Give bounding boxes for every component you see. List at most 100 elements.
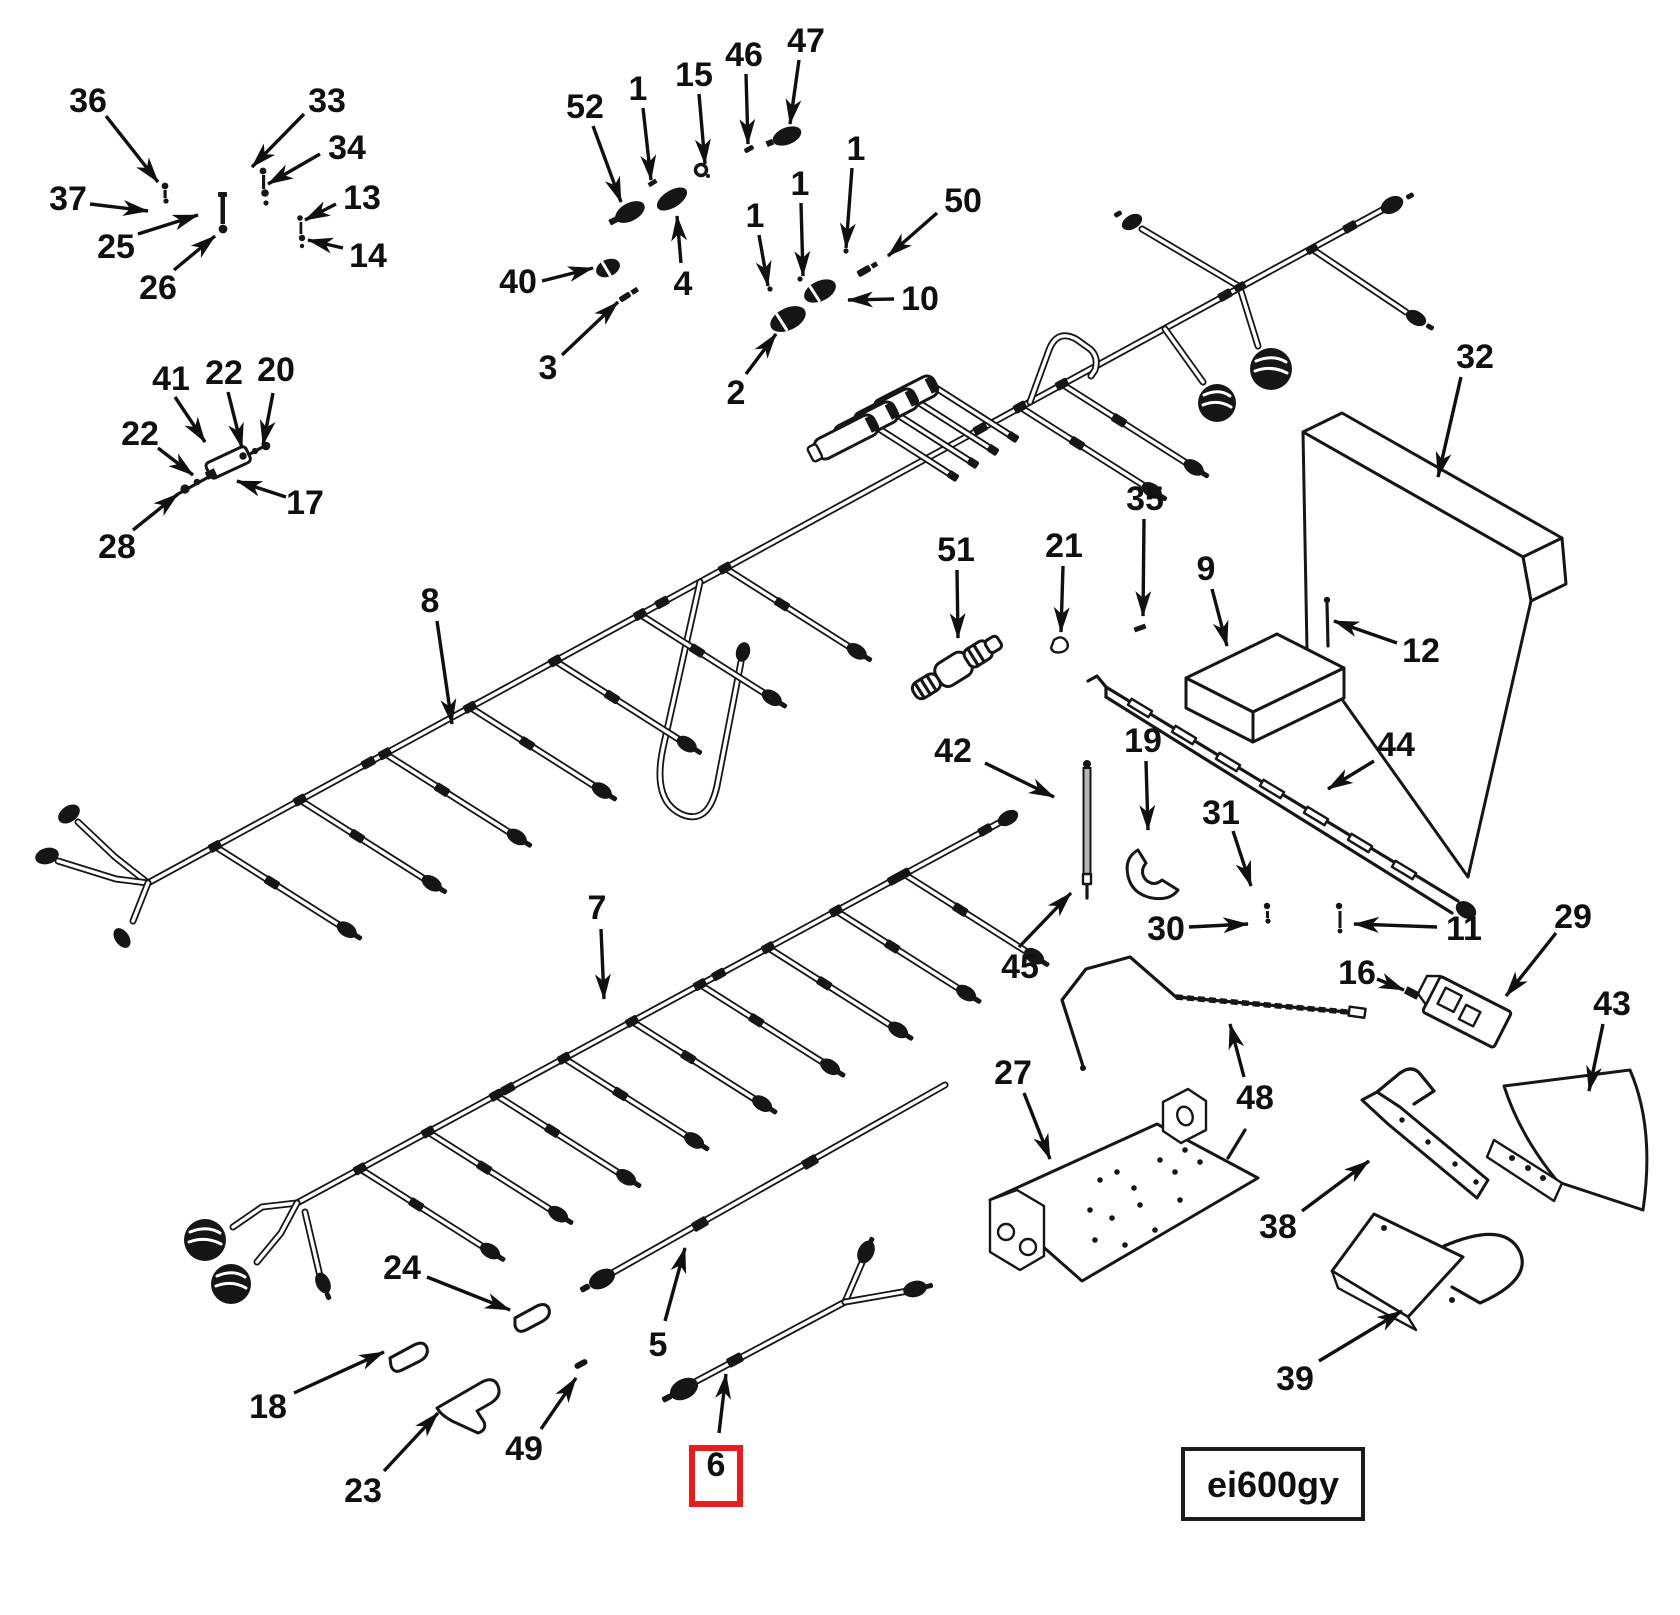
callout-37-3[interactable]: 37 [49,180,149,218]
callout-number: 47 [787,22,825,60]
lamp-socket [1250,348,1292,390]
callout-14-7[interactable]: 14 [307,237,387,275]
callout-arrow [591,125,623,203]
control-module-9 [1184,596,1346,744]
callout-number: 35 [1126,480,1164,518]
callout-1-15[interactable]: 1 [629,70,657,181]
callout-33-1[interactable]: 33 [250,82,346,169]
callout-45-45[interactable]: 45 [1001,891,1073,986]
callout-arrow [435,620,457,725]
callout-number: 31 [1202,794,1240,832]
callout-1-24[interactable]: 1 [839,130,865,249]
screw-12 [1325,602,1330,648]
callout-50-25[interactable]: 50 [886,182,982,258]
callout-1-23[interactable]: 1 [791,165,811,277]
callout-22-11[interactable]: 22 [121,415,195,477]
callout-number: 40 [499,263,537,301]
callout-18-50[interactable]: 18 [249,1350,385,1426]
callout-arrow [794,202,811,277]
callout-35-31[interactable]: 35 [1126,480,1164,617]
callout-arrow [156,446,195,477]
callout-15-16[interactable]: 15 [675,56,713,165]
callout-number: 24 [383,1249,421,1287]
callout-9-32[interactable]: 9 [1197,550,1229,647]
callout-49-53[interactable]: 49 [505,1377,578,1468]
diagram-code-label: ei600gy [1181,1447,1365,1521]
callout-arrow [539,1377,578,1430]
callout-21-35[interactable]: 21 [1045,527,1083,633]
callout-40-19[interactable]: 40 [499,263,594,301]
callout-51-34[interactable]: 51 [937,531,975,639]
callout-10-26[interactable]: 10 [847,280,939,318]
clip-18 [388,1341,429,1373]
callout-number: 16 [1338,954,1376,992]
callout-12-33[interactable]: 12 [1333,619,1440,670]
callout-number: 1 [629,70,648,108]
callout-2-27[interactable]: 2 [727,332,778,412]
callout-arrow [236,479,287,499]
callout-16-42[interactable]: 16 [1338,954,1405,992]
callout-arrow [785,59,802,125]
callout-17-12[interactable]: 17 [236,479,324,522]
callout-29-43[interactable]: 29 [1504,898,1592,998]
callout-47-18[interactable]: 47 [785,22,825,125]
callout-19-38[interactable]: 19 [1124,722,1162,831]
callout-number: 7 [588,889,607,927]
callout-23-51[interactable]: 23 [344,1411,440,1510]
callout-52-14[interactable]: 52 [566,88,623,203]
lamp-socket [184,1219,226,1261]
callout-arrow [104,114,160,184]
callout-36-0[interactable]: 36 [69,82,160,184]
callout-6-55[interactable]: 6 [689,1373,743,1507]
callout-39-49[interactable]: 39 [1276,1309,1403,1398]
callout-arrow [715,1373,731,1434]
callout-arrow [1353,916,1438,933]
callout-arrow [847,291,895,308]
lamp-sockets [184,348,1292,1304]
callout-48-47[interactable]: 48 [1228,1023,1274,1117]
callout-30-40[interactable]: 30 [1147,910,1249,948]
callout-25-4[interactable]: 25 [97,213,199,266]
callout-5-54[interactable]: 5 [649,1247,687,1364]
callout-34-2[interactable]: 34 [267,129,366,186]
callout-46-17[interactable]: 46 [725,36,763,145]
callout-number: 19 [1124,722,1162,760]
callout-arrow [1135,518,1152,617]
callout-26-5[interactable]: 26 [139,234,217,307]
callout-27-46[interactable]: 27 [994,1054,1052,1160]
callout-28-13[interactable]: 28 [98,492,180,566]
callout-number: 43 [1593,985,1631,1023]
clip-21 [1049,636,1070,654]
callout-arrow [1504,931,1558,998]
callout-24-52[interactable]: 24 [383,1249,511,1312]
callout-43-44[interactable]: 43 [1586,985,1631,1092]
callout-8-28[interactable]: 8 [421,582,457,725]
callout-7-29[interactable]: 7 [588,889,611,1000]
callout-20-10[interactable]: 20 [257,351,295,446]
callout-number: 29 [1554,898,1592,936]
callout-31-39[interactable]: 31 [1202,794,1253,887]
callout-number: 10 [901,280,939,318]
callout-number: 32 [1456,338,1494,376]
callout-number: 22 [121,415,159,453]
callout-11-41[interactable]: 11 [1353,910,1482,948]
callout-32-30[interactable]: 32 [1435,338,1494,478]
callout-38-48[interactable]: 38 [1259,1159,1371,1246]
callout-42-37[interactable]: 42 [934,732,1055,799]
callout-arrow [1300,1159,1371,1213]
callout-1-22[interactable]: 1 [746,197,772,287]
callout-number: 12 [1402,632,1440,670]
callout-3-20[interactable]: 3 [539,300,620,387]
callout-41-8[interactable]: 41 [152,360,207,443]
callout-number: 20 [257,351,295,389]
callout-number: 52 [566,88,604,126]
callout-13-6[interactable]: 13 [304,179,381,222]
callout-4-21[interactable]: 4 [671,215,693,303]
callout-22-9[interactable]: 22 [205,354,244,449]
callout-arrow [560,300,620,357]
callout-arrow [89,200,149,216]
callout-44-36[interactable]: 44 [1327,726,1415,791]
